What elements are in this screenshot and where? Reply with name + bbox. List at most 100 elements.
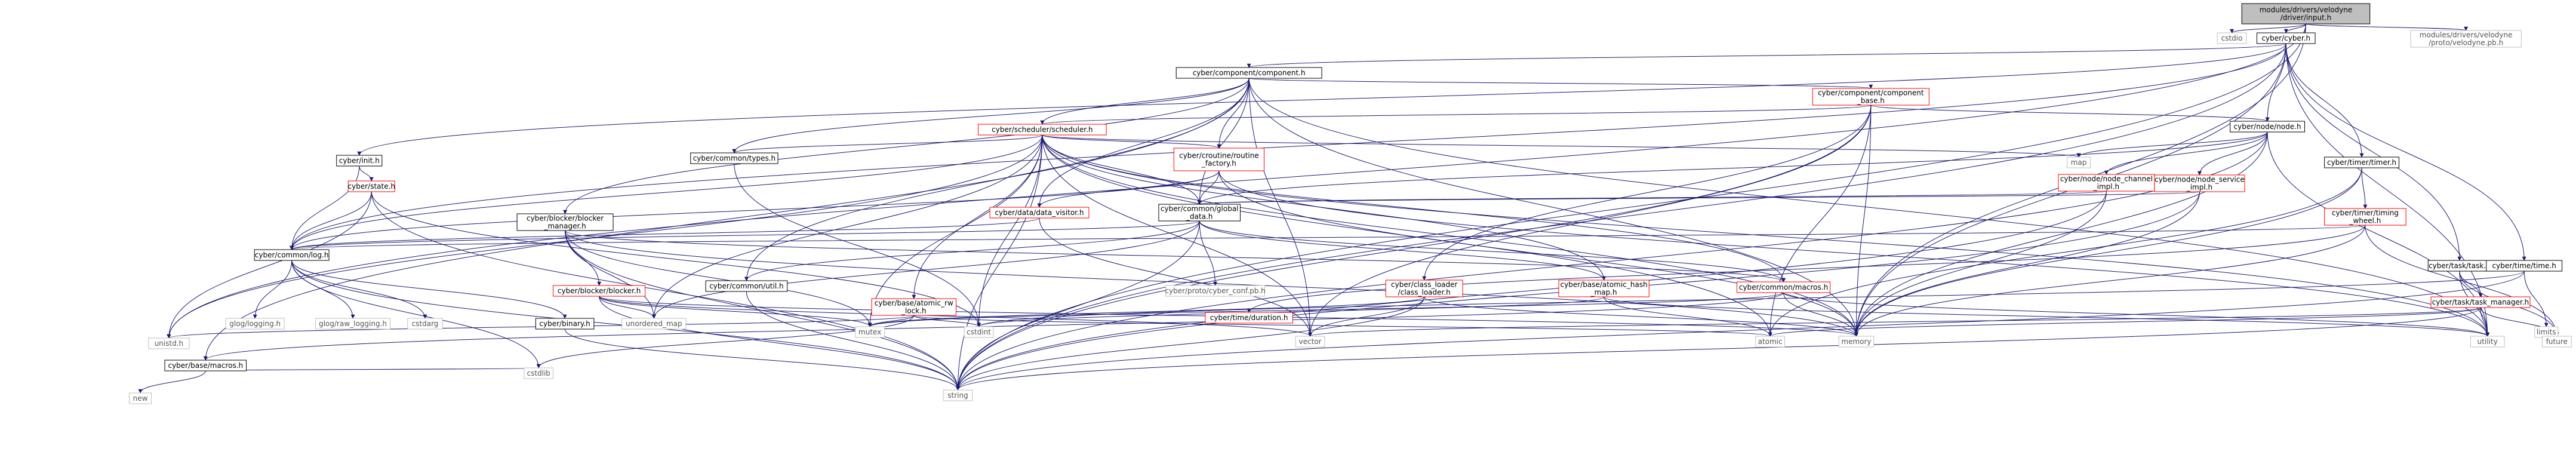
node-label: unistd.h bbox=[155, 339, 184, 348]
node-atomic-hash-map[interactable]: cyber/base/atomic_hash_map.h bbox=[1558, 280, 1649, 297]
node-cstdio: cstdio bbox=[2217, 32, 2247, 44]
node-node[interactable]: cyber/node/node.h bbox=[2230, 121, 2305, 133]
edge-routine_factory-to-memory bbox=[1218, 170, 1858, 337]
node-global-data[interactable]: cyber/common/global_data.h bbox=[1158, 204, 1241, 222]
edge-base_macros-to-new bbox=[138, 370, 206, 394]
node-binary[interactable]: cyber/binary.h bbox=[535, 318, 595, 330]
node-types[interactable]: cyber/common/types.h bbox=[690, 152, 778, 164]
node-label: _impl.h bbox=[2093, 183, 2119, 191]
edge-global_data-to-util bbox=[744, 220, 1200, 281]
node-base-macros[interactable]: cyber/base/macros.h bbox=[164, 360, 247, 371]
edge-scheduler-to-map bbox=[1042, 134, 2081, 158]
edge-atomic_rw_lock-to-cstdint bbox=[913, 315, 981, 327]
edge-node-to-memory bbox=[1854, 131, 2268, 337]
edge-binary-to-string bbox=[564, 328, 960, 391]
node-input[interactable]: modules/drivers/velodyne/driver/input.h bbox=[2241, 3, 2371, 24]
node-label: mutex bbox=[858, 328, 881, 336]
node-cyber-conf: cyber/proto/cyber_conf.pb.h bbox=[1165, 285, 1266, 297]
node-timing-wheel[interactable]: cyber/timer/timing_wheel.h bbox=[2324, 208, 2406, 226]
node-routine-factory[interactable]: cyber/croutine/routine_factory.h bbox=[1173, 148, 1265, 171]
edge-cyber_h-to-string bbox=[956, 43, 2286, 391]
node-glog-logging: glog/logging.h bbox=[225, 318, 285, 330]
node-label: _manager.h bbox=[543, 222, 586, 231]
node-vector: vector bbox=[1295, 336, 1325, 348]
edge-scheduler-to-mutex bbox=[867, 134, 1043, 327]
edge-component_base-to-vector bbox=[1308, 105, 1872, 337]
node-label: cyber/class_loader bbox=[1391, 281, 1457, 289]
edge-data_visitor-to-vector bbox=[1039, 217, 1313, 337]
edge-task_manager-to-atomic bbox=[1768, 307, 2481, 337]
node-duration[interactable]: cyber/time/duration.h bbox=[1205, 312, 1293, 324]
nodes-layer: modules/drivers/velodyne/driver/input.h c… bbox=[129, 3, 2572, 404]
node-scheduler[interactable]: cyber/scheduler/scheduler.h bbox=[978, 124, 1107, 136]
edge-time_h-to-string bbox=[956, 271, 2525, 391]
node-log[interactable]: cyber/common/log.h bbox=[254, 249, 330, 261]
node-cstdlib: cstdlib bbox=[524, 367, 554, 379]
node-utility: utility bbox=[2470, 336, 2505, 348]
node-limits: limits bbox=[2534, 326, 2559, 338]
edge-component_base-to-string bbox=[956, 105, 1872, 391]
node-class-loader[interactable]: cyber/class_loader/class_loader.h bbox=[1385, 280, 1463, 297]
node-atomic-rw-lock[interactable]: cyber/base/atomic_rw_lock.h bbox=[871, 298, 957, 316]
edge-timing_wheel-to-log bbox=[290, 225, 2366, 250]
node-blocker[interactable]: cyber/blocker/blocker.h bbox=[553, 285, 646, 297]
node-label: /driver/input.h bbox=[2280, 14, 2332, 22]
node-label: atomic bbox=[1758, 337, 1783, 346]
node-label: cyber/proto/cyber_conf.pb.h bbox=[1165, 287, 1265, 295]
node-util[interactable]: cyber/common/util.h bbox=[705, 280, 788, 292]
edge-node_service-to-global_data bbox=[1198, 191, 2200, 205]
node-node-service[interactable]: cyber/node/node_service_impl.h bbox=[2154, 174, 2245, 192]
node-velodyne-pb: modules/drivers/velodyne/proto/velodyne.… bbox=[2410, 30, 2522, 48]
edge-component-to-scheduler bbox=[1040, 78, 1249, 125]
node-new: new bbox=[129, 392, 152, 404]
node-task-manager[interactable]: cyber/task/task_manager.h bbox=[2430, 296, 2531, 308]
node-label: _lock.h bbox=[901, 307, 927, 315]
node-label: cyber/common/log.h bbox=[255, 251, 329, 259]
node-time-h[interactable]: cyber/time/time.h bbox=[2486, 260, 2563, 272]
node-label: cyber/node/node_channel bbox=[2060, 175, 2153, 183]
node-data-visitor[interactable]: cyber/data/data_visitor.h bbox=[989, 207, 1090, 219]
edge-class_loader-to-mutex bbox=[867, 296, 1425, 327]
edge-cyber_h-to-utility bbox=[2285, 43, 2490, 337]
node-label: cyber/common/global bbox=[1161, 205, 1239, 213]
node-label: cyber/blocker/blocker bbox=[527, 214, 604, 223]
node-timer[interactable]: cyber/timer/timer.h bbox=[2324, 156, 2399, 168]
node-label: vector bbox=[1299, 337, 1322, 346]
edge-blocker-to-unordered_map bbox=[599, 296, 656, 319]
node-label: future bbox=[2546, 337, 2568, 346]
edge-node_service-to-memory bbox=[1854, 191, 2200, 337]
node-node-channel[interactable]: cyber/node/node_channel_impl.h bbox=[2058, 174, 2155, 192]
node-blocker-manager[interactable]: cyber/blocker/blocker_manager.h bbox=[516, 213, 614, 231]
node-label: glog/raw_logging.h bbox=[319, 320, 387, 328]
node-init[interactable]: cyber/init.h bbox=[336, 155, 383, 167]
edge-node_channel-to-string bbox=[956, 191, 2107, 391]
edge-component-to-memory bbox=[1248, 78, 1858, 337]
node-component-base[interactable]: cyber/component/component_base.h bbox=[1812, 88, 1929, 106]
edge-class_loader-to-memory bbox=[1424, 296, 1858, 337]
edge-input-to-string bbox=[956, 23, 2306, 391]
node-future: future bbox=[2541, 336, 2572, 348]
node-label: new bbox=[133, 394, 148, 403]
edge-component_base-to-atomic bbox=[1768, 105, 1872, 337]
edge-scheduler-to-log bbox=[290, 134, 1043, 250]
node-label: cstdarg bbox=[412, 320, 439, 328]
node-cyber-h[interactable]: cyber/cyber.h bbox=[2257, 32, 2316, 44]
node-label: modules/drivers/velodyne bbox=[2260, 6, 2353, 14]
node-label: /class_loader.h bbox=[1398, 288, 1451, 297]
node-component[interactable]: cyber/component/component.h bbox=[1175, 67, 1322, 79]
node-task[interactable]: cyber/task/task.h bbox=[2427, 260, 2492, 272]
node-macros-common[interactable]: cyber/common/macros.h bbox=[1737, 281, 1831, 293]
node-cstdarg: cstdarg bbox=[407, 318, 443, 330]
node-label: cyber/task/task_manager.h bbox=[2432, 298, 2529, 306]
edge-atomic_hash_map-to-cstdint bbox=[977, 296, 1605, 327]
edge-global_data-to-unordered_map bbox=[651, 220, 1200, 319]
edge-routine_factory-to-global_data bbox=[1197, 170, 1220, 205]
node-label: _map.h bbox=[1590, 288, 1617, 297]
edge-time_h-to-cstdint bbox=[977, 271, 2525, 327]
node-label: cyber/data/data_visitor.h bbox=[995, 208, 1084, 217]
node-label: cyber/blocker/blocker.h bbox=[558, 287, 641, 295]
edge-node-to-map bbox=[2076, 131, 2268, 158]
node-state[interactable]: cyber/state.h bbox=[348, 180, 396, 192]
node-label: cyber/state.h bbox=[348, 182, 396, 191]
edge-node-to-global_data bbox=[1197, 131, 2268, 205]
